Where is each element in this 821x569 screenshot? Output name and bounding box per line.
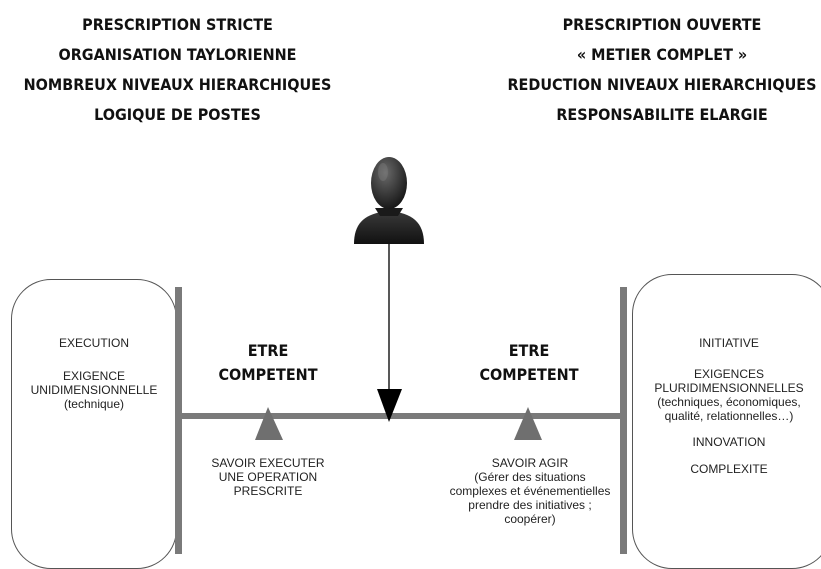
savoir-agir-line: (Gérer des situations — [474, 470, 586, 484]
left-under-text: SAVOIR EXECUTER UNE OPERATION PRESCRITE — [183, 456, 353, 498]
exigence-label: EXIGENCE — [62, 369, 125, 383]
left-competence-title: ETRE COMPETENT — [188, 339, 348, 387]
pluridimensionnelles-label: PLURIDIMENSIONNELLES — [654, 381, 804, 395]
etre-label: ETRE — [508, 341, 550, 360]
left-post — [175, 287, 182, 554]
right-under-text: SAVOIR AGIR (Gérer des situations comple… — [425, 456, 635, 526]
savoir-executer-line: UNE OPERATION — [218, 470, 318, 484]
exigences-label: EXIGENCES — [693, 367, 765, 381]
right-header-line: « METIER COMPLET » — [576, 45, 748, 64]
exigences-detail-line: (techniques, économiques, — [657, 395, 801, 409]
right-header-line: PRESCRIPTION OUVERTE — [562, 15, 762, 34]
left-header-line: NOMBREUX NIVEAUX HIERARCHIQUES — [23, 75, 332, 94]
left-header-line: LOGIQUE DE POSTES — [94, 105, 261, 124]
competent-label: COMPETENT — [479, 365, 579, 384]
unidimensionnelle-label: UNIDIMENSIONNELLE — [30, 383, 158, 397]
savoir-agir-line: prendre des initiatives ; — [468, 498, 592, 512]
pointer-arrow-icon — [377, 389, 402, 422]
complexite-label: COMPLEXITE — [690, 462, 768, 476]
savoir-executer-line: SAVOIR EXECUTER — [211, 456, 325, 470]
etre-label: ETRE — [247, 341, 289, 360]
left-header-line: PRESCRIPTION STRICTE — [82, 15, 273, 34]
competent-label: COMPETENT — [218, 365, 318, 384]
right-box — [632, 274, 821, 569]
left-box — [11, 279, 177, 569]
person-silhouette-icon — [354, 157, 424, 244]
savoir-agir-line: complexes et événementielles — [449, 484, 611, 498]
left-box-text: EXECUTION EXIGENCE UNIDIMENSIONNELLE (te… — [11, 336, 177, 411]
left-header: PRESCRIPTION STRICTE ORGANISATION TAYLOR… — [0, 10, 355, 130]
savoir-agir-line: coopérer) — [504, 512, 556, 526]
left-fulcrum-triangle — [255, 407, 283, 440]
left-header-line: ORGANISATION TAYLORIENNE — [58, 45, 297, 64]
technique-label: (technique) — [63, 397, 125, 411]
right-post — [620, 287, 627, 554]
savoir-agir-line: SAVOIR AGIR — [491, 456, 569, 470]
right-box-text: INITIATIVE EXIGENCES PLURIDIMENSIONNELLE… — [632, 336, 821, 476]
balance-diagram — [175, 157, 627, 554]
exigences-detail-line: qualité, relationnelles…) — [664, 409, 794, 423]
execution-label: EXECUTION — [58, 336, 129, 350]
right-fulcrum-triangle — [514, 407, 542, 440]
balance-bar — [182, 413, 620, 419]
right-header-line: REDUCTION NIVEAUX HIERARCHIQUES — [507, 75, 817, 94]
savoir-executer-line: PRESCRITE — [233, 484, 303, 498]
right-competence-title: ETRE COMPETENT — [449, 339, 609, 387]
right-header: PRESCRIPTION OUVERTE « METIER COMPLET » … — [492, 10, 821, 130]
right-header-line: RESPONSABILITE ELARGIE — [556, 105, 768, 124]
innovation-label: INNOVATION — [692, 435, 766, 449]
initiative-label: INITIATIVE — [699, 336, 759, 350]
